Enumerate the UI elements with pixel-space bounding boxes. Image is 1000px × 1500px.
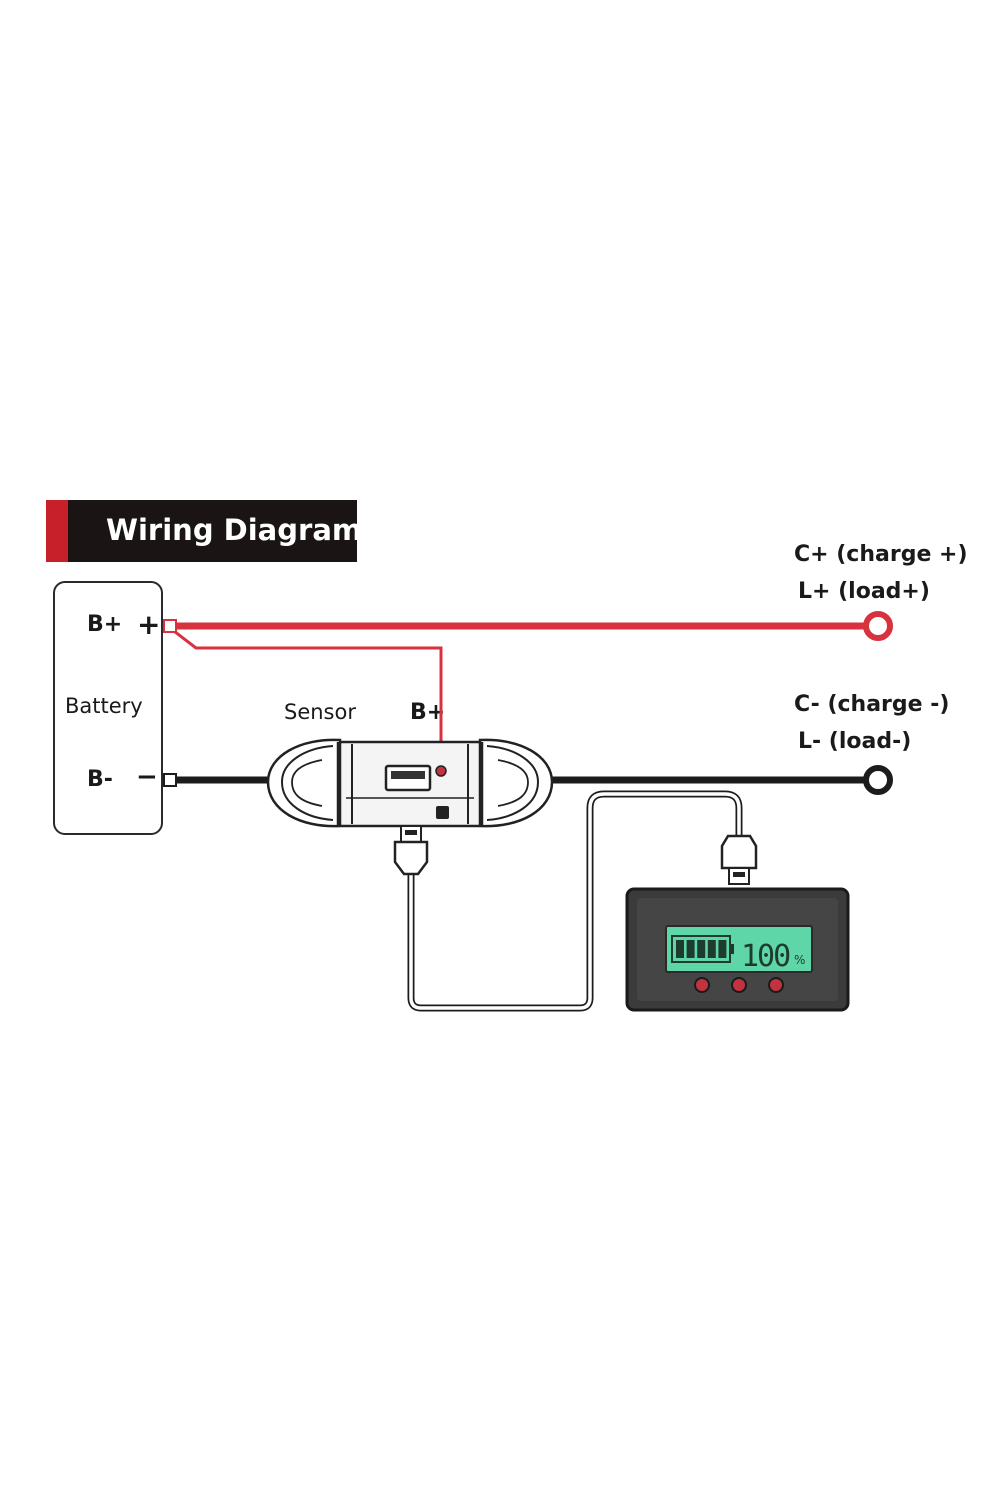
lcd-screen xyxy=(665,925,813,973)
sensor-terminal-label: B+ xyxy=(410,700,446,725)
negative-ring-terminal xyxy=(863,765,893,795)
battery-level-bar xyxy=(676,940,684,958)
load-negative-label: L- (load-) xyxy=(798,729,912,754)
battery-pos-terminal-label: B+ xyxy=(87,612,123,637)
battery-neg-terminal xyxy=(163,773,177,787)
sensor-b-plus-terminal xyxy=(435,765,447,777)
sensor-b-plus-wire xyxy=(169,626,443,768)
battery-level-bar xyxy=(718,940,727,958)
sensor-port-icon xyxy=(436,806,449,819)
battery-neg-terminal-label: B- xyxy=(87,767,113,792)
battery-box xyxy=(53,581,163,835)
usb-plug-sensor-icon xyxy=(393,825,429,876)
charge-positive-label: C+ (charge +) xyxy=(794,542,968,567)
battery-pos-terminal xyxy=(163,619,177,633)
battery-label: Battery xyxy=(65,694,143,718)
display-button-1[interactable] xyxy=(694,977,710,993)
positive-ring-terminal xyxy=(863,611,893,641)
battery-percentage: 100 xyxy=(741,939,790,974)
battery-pos-sign: + xyxy=(137,608,161,641)
sensor-device xyxy=(266,738,554,828)
usb-plug-display-icon xyxy=(720,834,758,885)
display-button-3[interactable] xyxy=(768,977,784,993)
battery-neg-sign: − xyxy=(136,762,158,792)
title-banner: Wiring Diagram xyxy=(46,500,362,562)
sensor-label: Sensor xyxy=(284,700,356,724)
load-positive-label: L+ (load+) xyxy=(798,579,930,604)
battery-level-bar xyxy=(686,940,695,958)
battery-level-bar xyxy=(707,940,716,958)
charge-negative-label: C- (charge -) xyxy=(794,692,950,717)
battery-level-bar xyxy=(697,940,706,958)
display-unit: 100 % xyxy=(625,887,850,1012)
percent-unit: % xyxy=(794,953,805,967)
page-title: Wiring Diagram xyxy=(106,513,363,547)
banner-accent xyxy=(46,500,68,562)
battery-level-icon xyxy=(671,935,734,963)
display-button-2[interactable] xyxy=(731,977,747,993)
